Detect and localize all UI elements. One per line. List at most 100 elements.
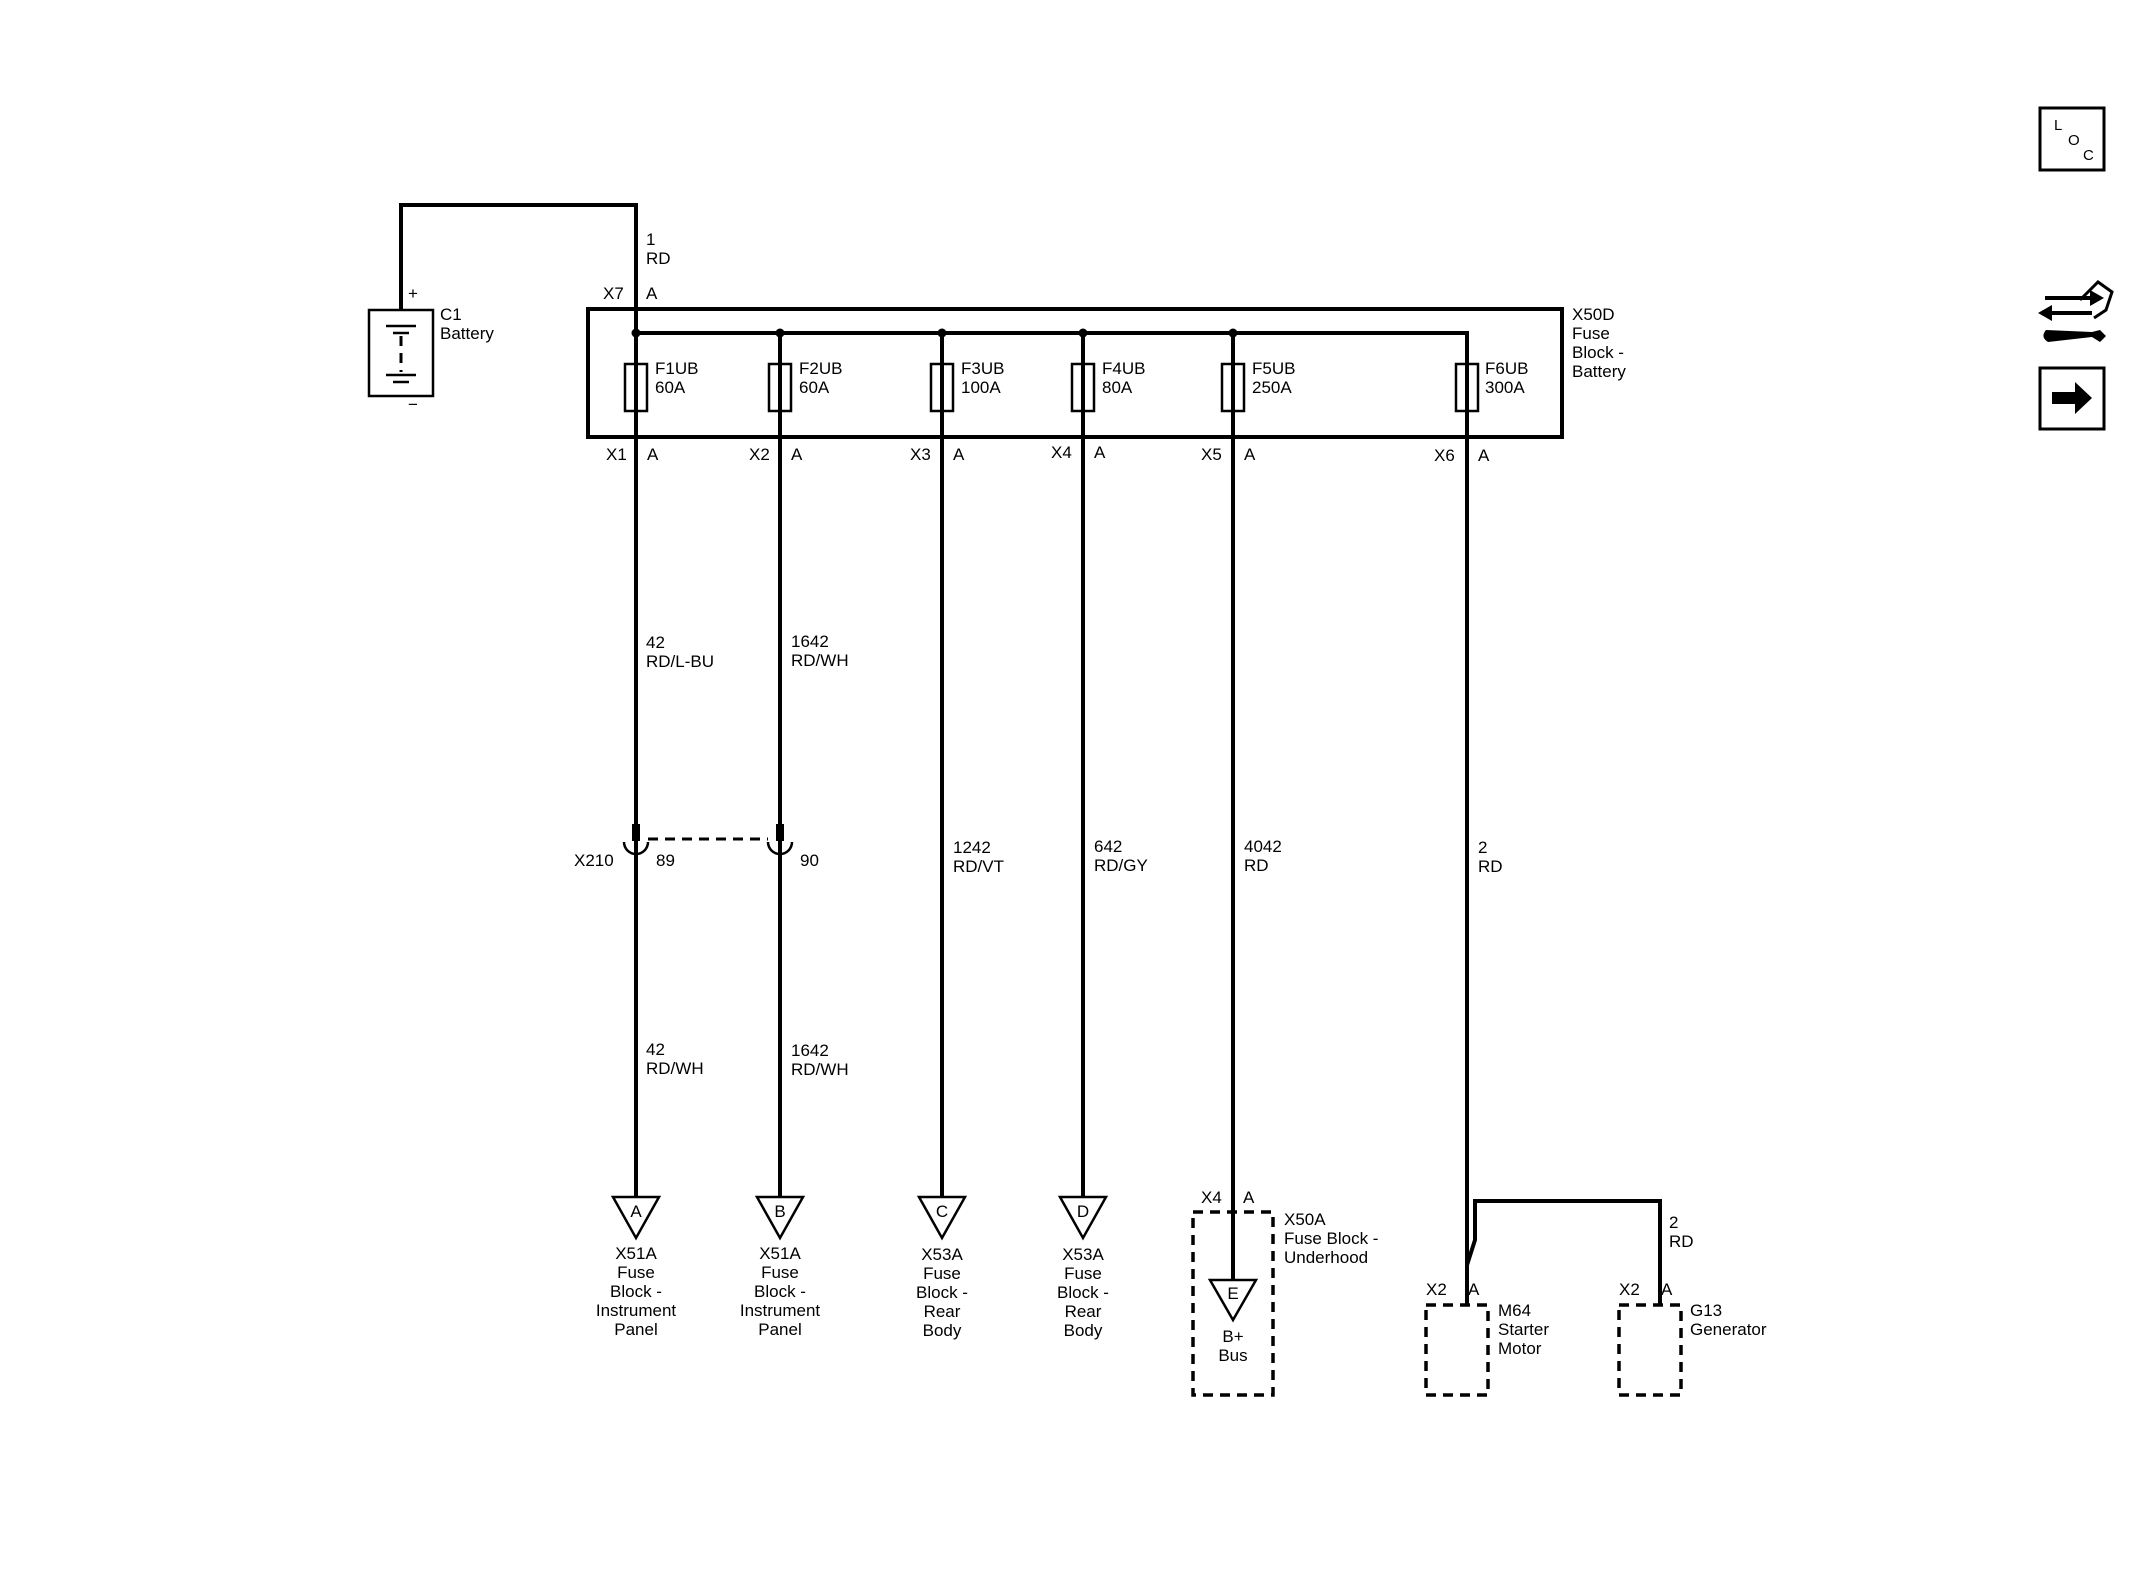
destination-arrow-b[interactable] <box>754 1195 806 1241</box>
fuse-pin: A <box>647 445 659 464</box>
fuse-rating: 300A <box>1485 378 1525 397</box>
inline-connector-pin: 90 <box>800 851 819 870</box>
destination-letter: C <box>936 1202 948 1221</box>
starter-name: M64 <box>1498 1301 1531 1320</box>
destination-line: Block - <box>754 1282 806 1301</box>
destination-line: Panel <box>758 1320 801 1339</box>
battery-label: Battery <box>440 324 494 343</box>
fuse-name: F1UB <box>655 359 698 378</box>
destination-line: Instrument <box>740 1301 821 1320</box>
fuse-pin: A <box>791 445 803 464</box>
fuse-block-input-pin: A <box>646 284 658 303</box>
fuse-name: F6UB <box>1485 359 1528 378</box>
generator-wire-circuit: 2 <box>1669 1213 1678 1232</box>
wire-color: RD/WH <box>791 651 849 670</box>
wire-circuit: 4042 <box>1244 837 1282 856</box>
wire-circuit: 642 <box>1094 837 1122 856</box>
starter-connector: X2 <box>1426 1280 1447 1299</box>
destination-arrow-d[interactable] <box>1057 1195 1109 1241</box>
fuse-rating: 100A <box>961 378 1001 397</box>
underhood-fuse-block[interactable] <box>1191 1210 1275 1397</box>
feed-wire-circuit: 1 <box>646 230 655 249</box>
inline-connector-x210[interactable] <box>622 824 794 856</box>
loc-letter: L <box>2054 117 2062 134</box>
fuse-f4ub[interactable] <box>1070 333 1096 1200</box>
starter-pin: A <box>1468 1280 1480 1299</box>
starter-line2: Motor <box>1498 1339 1542 1358</box>
underhood-line2: Fuse Block - <box>1284 1229 1378 1248</box>
next-arrow-button[interactable] <box>2038 366 2106 431</box>
underhood-connector: X4 <box>1201 1188 1222 1207</box>
starter-motor[interactable] <box>1424 1303 1490 1397</box>
battery-minus: − <box>408 395 418 414</box>
destination-arrow-a[interactable] <box>610 1195 662 1241</box>
destination-line: Instrument <box>596 1301 677 1320</box>
destination-letter: B <box>774 1202 785 1221</box>
fuse-f6ub[interactable] <box>1454 362 1480 1265</box>
generator[interactable] <box>1617 1303 1683 1397</box>
starter-line1: Starter <box>1498 1320 1549 1339</box>
fuse-rating: 60A <box>655 378 686 397</box>
destination-letter: A <box>630 1202 642 1221</box>
loc-letter: O <box>2068 132 2080 149</box>
destination-line: Rear <box>924 1302 961 1321</box>
fuse-connector: X6 <box>1434 446 1455 465</box>
destination-letter: D <box>1077 1202 1089 1221</box>
fuse-name: F3UB <box>961 359 1004 378</box>
fuse-f2ub[interactable] <box>767 333 793 1200</box>
internal-bus <box>636 331 1469 364</box>
battery-plus: + <box>408 284 418 303</box>
fuse-connector: X1 <box>606 445 627 464</box>
wire-circuit: 1642 <box>791 1041 829 1060</box>
fuse-block-line1: X50D <box>1572 305 1615 324</box>
fuse-pin: A <box>1094 443 1106 462</box>
generator-connector: X2 <box>1619 1280 1640 1299</box>
fuse-pin: A <box>1478 446 1490 465</box>
fuse-name: F4UB <box>1102 359 1145 378</box>
fuse-f3ub[interactable] <box>929 333 955 1200</box>
underhood-bus1: B+ <box>1222 1327 1243 1346</box>
destination-line: X53A <box>921 1245 963 1264</box>
connector-tool-icon[interactable] <box>2038 280 2114 342</box>
fuse-name: F5UB <box>1252 359 1295 378</box>
wire-circuit: 1242 <box>953 838 991 857</box>
fuse-connector: X4 <box>1051 443 1072 462</box>
wire-color: RD/L-BU <box>646 652 714 671</box>
feed-wire-color: RD <box>646 249 671 268</box>
battery[interactable] <box>367 308 435 398</box>
fuse-rating: 60A <box>799 378 830 397</box>
fuse-connector: X5 <box>1201 445 1222 464</box>
fuse-block-battery <box>586 307 1564 439</box>
fuse-connector: X2 <box>749 445 770 464</box>
arrow-right-icon <box>2052 382 2092 414</box>
underhood-line3: Underhood <box>1284 1248 1368 1267</box>
fuse-pin: A <box>1244 445 1256 464</box>
fuse-name: F2UB <box>799 359 842 378</box>
underhood-pin: A <box>1243 1188 1255 1207</box>
fuse-block-line3: Block - <box>1572 343 1624 362</box>
destination-line: X51A <box>759 1244 801 1263</box>
underhood-bus2: Bus <box>1218 1346 1247 1365</box>
destination-arrow-c[interactable] <box>916 1195 968 1241</box>
wire-color: RD/WH <box>646 1059 704 1078</box>
fuse-block-line2: Fuse <box>1572 324 1610 343</box>
generator-name: G13 <box>1690 1301 1722 1320</box>
fuse-f1ub[interactable] <box>623 333 649 1200</box>
destination-line: Panel <box>614 1320 657 1339</box>
destination-line: Fuse <box>1064 1264 1102 1283</box>
fuse-f5ub[interactable] <box>1220 333 1246 1290</box>
loc-button[interactable]: L O C <box>2038 106 2106 172</box>
destination-line: Body <box>1064 1321 1103 1340</box>
generator-line1: Generator <box>1690 1320 1767 1339</box>
destination-line: Block - <box>610 1282 662 1301</box>
destination-line: Fuse <box>761 1263 799 1282</box>
wire-circuit: 2 <box>1478 838 1487 857</box>
generator-pin: A <box>1661 1280 1673 1299</box>
wire-color: RD/GY <box>1094 856 1148 875</box>
destination-line: Body <box>923 1321 962 1340</box>
starter-generator-wire <box>1465 1199 1662 1305</box>
wire-color: RD/WH <box>791 1060 849 1079</box>
wire-color: RD/VT <box>953 857 1004 876</box>
loc-letter: C <box>2083 147 2094 164</box>
